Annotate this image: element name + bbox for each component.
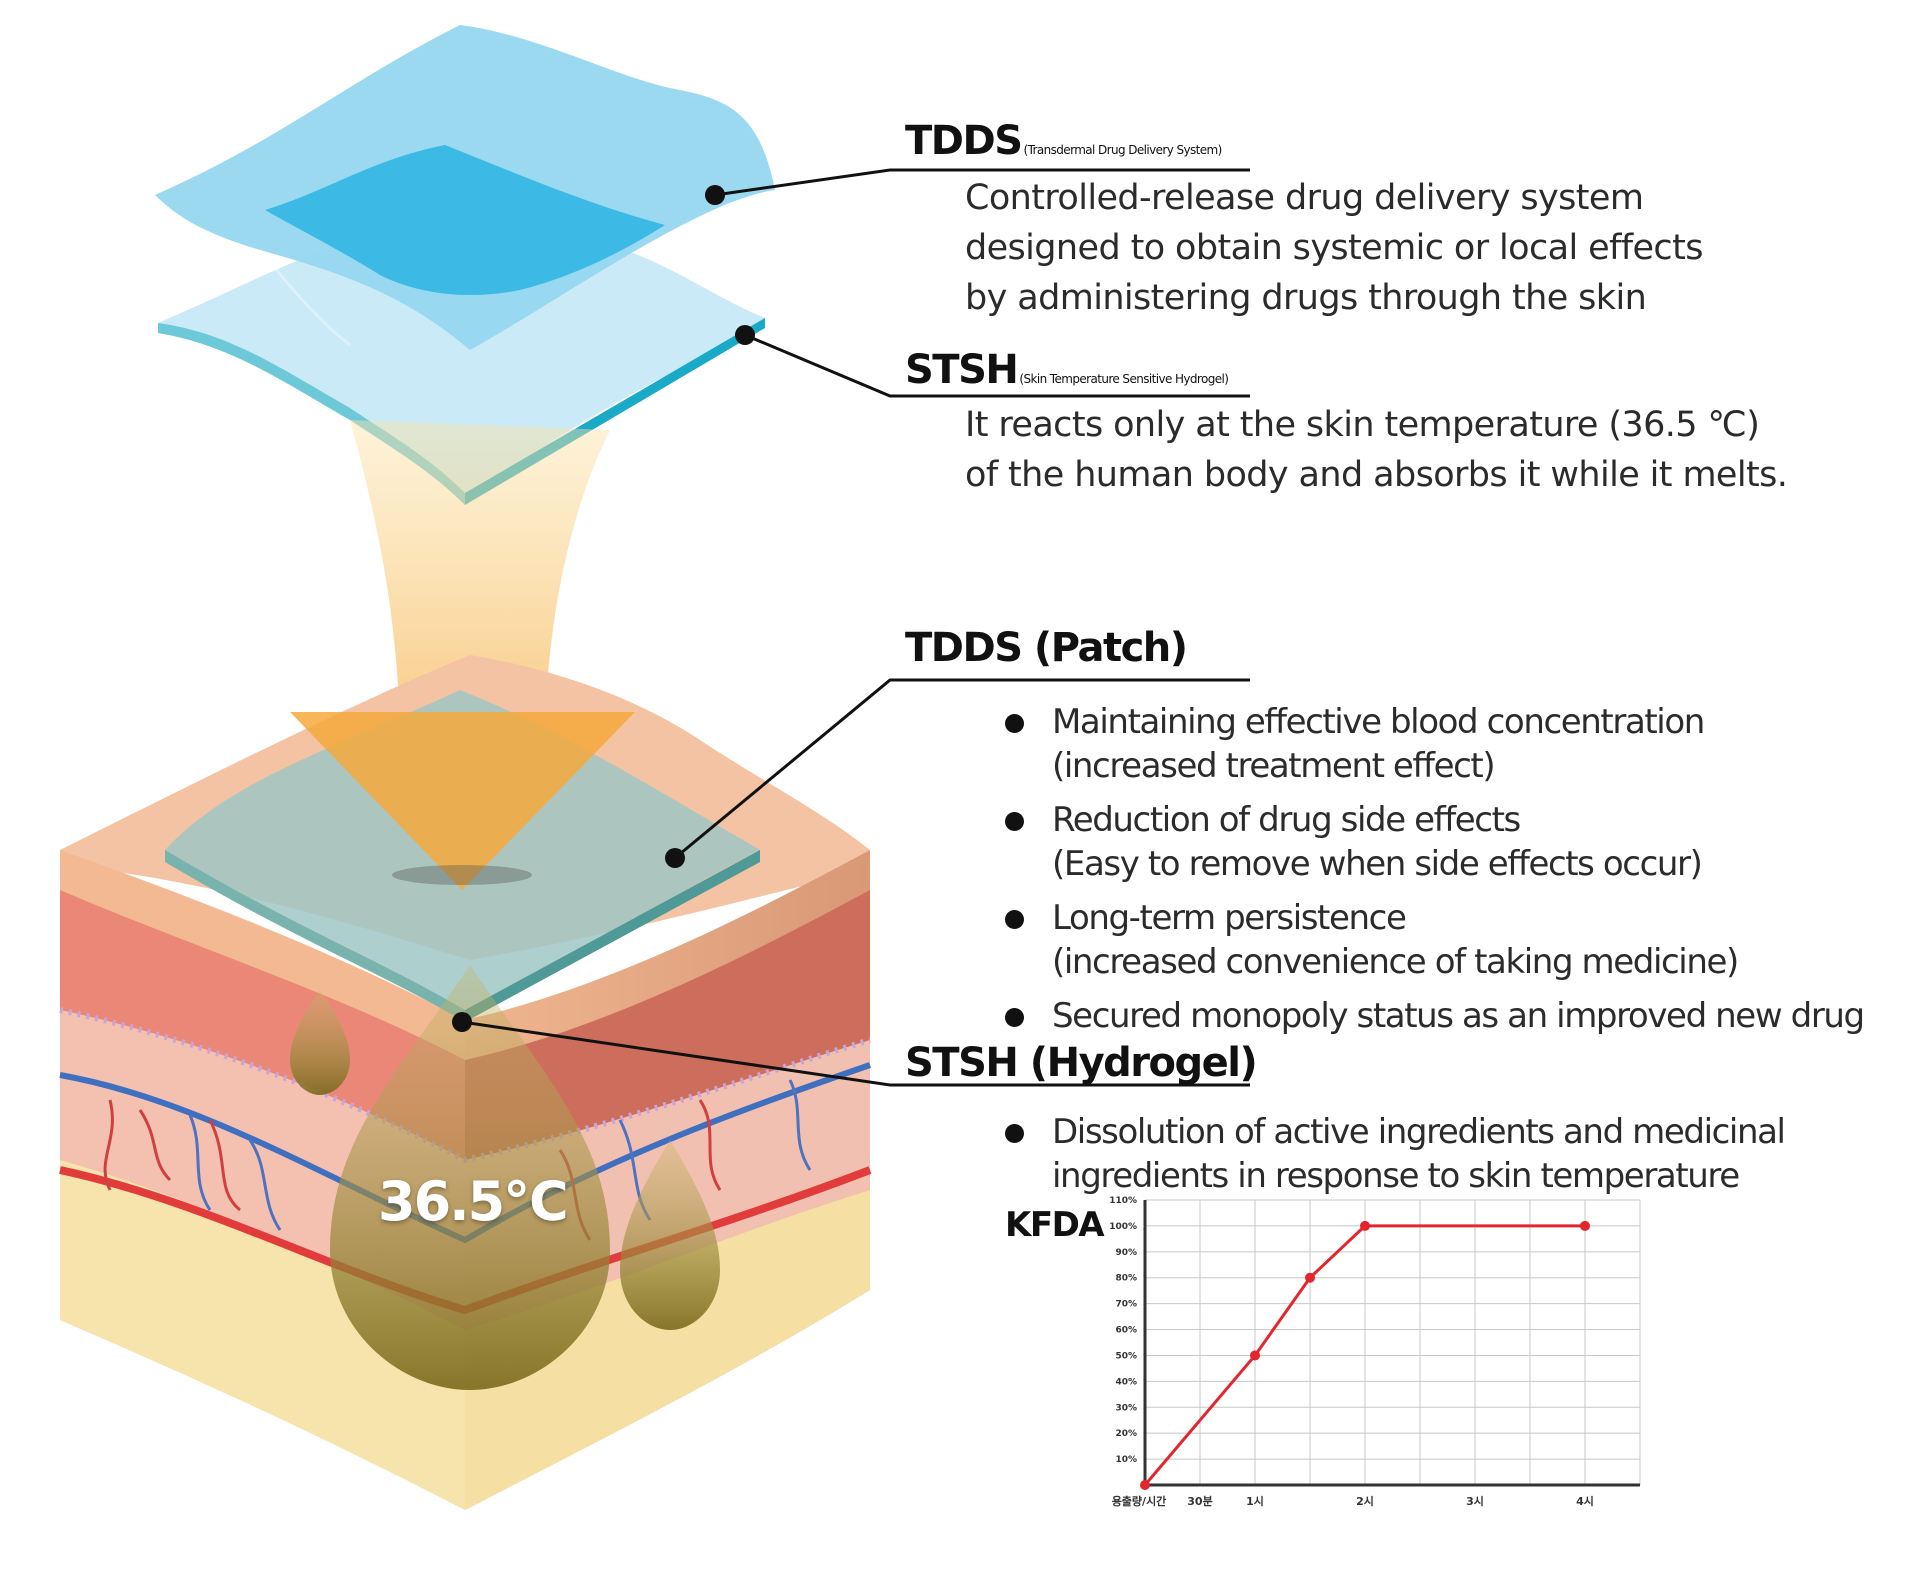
chart-y-tick-label: 100% bbox=[1109, 1222, 1137, 1232]
chart-y-tick-label: 30% bbox=[1115, 1403, 1137, 1413]
chart-y-tick-label: 60% bbox=[1115, 1326, 1137, 1336]
chart-y-tick-label: 20% bbox=[1115, 1429, 1137, 1439]
chart-series bbox=[1140, 1220, 1590, 1490]
tdds-description: Controlled-release drug delivery system … bbox=[965, 173, 1703, 323]
patch-bullets: Maintaining effective blood concentratio… bbox=[1005, 700, 1865, 1048]
chart-y-tick-label: 110% bbox=[1109, 1196, 1137, 1206]
bullet-line: (increased treatment effect) bbox=[1052, 746, 1496, 786]
chart-data-point bbox=[1580, 1220, 1590, 1231]
chart-data-point bbox=[1140, 1480, 1150, 1490]
chart-axes bbox=[1143, 1200, 1640, 1487]
heat-arrow bbox=[290, 712, 635, 890]
kfda-label: KFDA bbox=[1005, 1205, 1105, 1245]
bullet-item: Secured monopoly status as an improved n… bbox=[1005, 994, 1865, 1038]
chart-data-point bbox=[1250, 1350, 1260, 1361]
hydrogel-bullets: Dissolution of active ingredients and me… bbox=[1005, 1110, 1786, 1208]
leader-dots bbox=[452, 185, 755, 1032]
bullet-item: Maintaining effective blood concentratio… bbox=[1005, 700, 1864, 788]
bullet-item: Dissolution of active ingredients and me… bbox=[1005, 1110, 1786, 1198]
bullet-line: Reduction of drug side effects bbox=[1052, 800, 1521, 840]
bullet-line: (increased convenience of taking medicin… bbox=[1052, 942, 1739, 982]
chart-x-tick-label: 3시 bbox=[1466, 1495, 1484, 1508]
chart-data-point bbox=[1360, 1220, 1370, 1231]
stsh-description: It reacts only at the skin temperature (… bbox=[965, 400, 1788, 500]
chart-data-point bbox=[1305, 1272, 1315, 1283]
tdds-layer-upper bbox=[155, 25, 775, 350]
chart-y-tick-label: 40% bbox=[1115, 1377, 1137, 1387]
stsh-title: STSH bbox=[905, 347, 1019, 393]
bullet-item: Long-term persistence (increased conveni… bbox=[1005, 896, 1864, 984]
chart-x-tick-label: 4시 bbox=[1576, 1495, 1594, 1508]
heat-beam bbox=[350, 420, 610, 720]
chart-y-ticks: 10% 20% 30% 40% 50% 60% 70% 80% 90% 100% 110% bbox=[1109, 1196, 1137, 1465]
stsh-desc-line: It reacts only at the skin temperature (… bbox=[965, 405, 1760, 445]
hydrogel-title: STSH (Hydrogel) bbox=[905, 1040, 1258, 1086]
stsh-subtitle: (Skin Temperature Sensitive Hydrogel) bbox=[1019, 372, 1229, 386]
chart-y-tick-label: 10% bbox=[1115, 1455, 1137, 1465]
chart-x-ticks: 30분 1시 2시 3시 4시 용출량/시간 bbox=[1112, 1494, 1594, 1508]
stsh-heading: STSH(Skin Temperature Sensitive Hydrogel… bbox=[905, 347, 1229, 393]
kfda-line-chart: 10% 20% 30% 40% 50% 60% 70% 80% 90% 100% 110% 30분 1… bbox=[1109, 1196, 1641, 1508]
chart-x-tick-label: 30분 bbox=[1187, 1495, 1212, 1508]
chart-origin-label: 용출량/시간 bbox=[1112, 1494, 1167, 1508]
tdds-subtitle: (Transdermal Drug Delivery System) bbox=[1023, 143, 1223, 157]
tdds-title: TDDS bbox=[905, 118, 1023, 164]
bullet-line: (Easy to remove when side effects occur) bbox=[1052, 844, 1703, 884]
chart-y-tick-label: 70% bbox=[1115, 1300, 1137, 1310]
bullet-item: Reduction of drug side effects (Easy to … bbox=[1005, 798, 1864, 886]
tdds-desc-line: Controlled-release drug delivery system bbox=[965, 178, 1644, 218]
tdds-desc-line: by administering drugs through the skin bbox=[965, 278, 1647, 318]
stsh-desc-line: of the human body and absorbs it while i… bbox=[965, 455, 1788, 495]
hydrogel-drops bbox=[290, 965, 720, 1390]
leader-lines bbox=[461, 168, 1250, 1087]
tdds-desc-line: designed to obtain systemic or local eff… bbox=[965, 228, 1703, 268]
bullet-line: Long-term persistence bbox=[1052, 898, 1407, 938]
chart-x-tick-label: 1시 bbox=[1246, 1495, 1264, 1508]
chart-x-tick-label: 2시 bbox=[1356, 1495, 1374, 1508]
bullet-line: Maintaining effective blood concentratio… bbox=[1052, 702, 1705, 742]
chart-grid bbox=[1145, 1199, 1641, 1485]
temperature-label: 36.5℃ bbox=[378, 1170, 569, 1233]
bullet-line: Secured monopoly status as an improved n… bbox=[1052, 996, 1865, 1036]
chart-y-tick-label: 80% bbox=[1115, 1274, 1137, 1284]
patch-title: TDDS (Patch) bbox=[905, 625, 1188, 671]
chart-y-tick-label: 50% bbox=[1115, 1351, 1137, 1361]
bullet-line: Dissolution of active ingredients and me… bbox=[1052, 1112, 1786, 1152]
bullet-line: ingredients in response to skin temperat… bbox=[1052, 1156, 1740, 1196]
chart-y-tick-label: 90% bbox=[1115, 1248, 1137, 1258]
tdds-heading: TDDS(Transdermal Drug Delivery System) bbox=[905, 118, 1222, 164]
